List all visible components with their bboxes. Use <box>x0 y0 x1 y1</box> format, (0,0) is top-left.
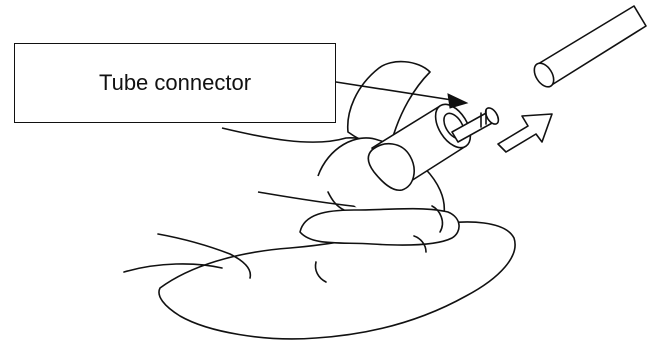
callout-leader <box>335 81 469 109</box>
wrist-line-bottom <box>123 263 223 273</box>
tube-connector <box>371 103 500 189</box>
thumb-tip <box>367 143 415 192</box>
callout-label-box: Tube connector <box>14 43 336 123</box>
tube <box>533 5 647 88</box>
middle-finger <box>299 207 460 246</box>
crease-line <box>314 261 327 283</box>
wrist-line-top <box>157 233 252 279</box>
insert-direction-arrow <box>497 113 553 153</box>
knuckle-line-1 <box>431 205 444 233</box>
callout-label: Tube connector <box>98 70 252 95</box>
knuckle-line-2 <box>413 235 427 253</box>
knuckle-line-3 <box>327 191 345 211</box>
